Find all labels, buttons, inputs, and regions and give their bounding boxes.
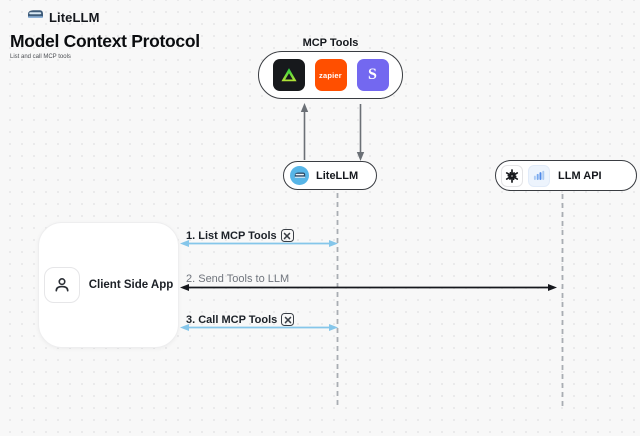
message-2-text: 2. Send Tools to LLM <box>186 273 290 285</box>
stripe-label: S <box>368 66 377 83</box>
message-1-label-row: 1. List MCP Tools <box>186 229 294 242</box>
message-3-text: 3. Call MCP Tools <box>186 313 278 326</box>
message-2-arrow <box>180 284 557 291</box>
page-title: Model Context Protocol <box>10 31 200 51</box>
litellm-node-label: LiteLLM <box>316 169 359 182</box>
llm-api-node: LLM API <box>495 160 637 191</box>
green-triangle-tool-icon <box>272 59 305 91</box>
message-3-label-row: 3. Call MCP Tools <box>186 313 295 326</box>
mcp-tools-node: zapier S <box>258 51 403 99</box>
hammer-wrench-icon <box>280 229 294 242</box>
openai-icon <box>501 164 523 187</box>
stripe-icon: S <box>356 59 389 91</box>
message-2-label-row: 2. Send Tools to LLM <box>186 273 289 285</box>
client-side-app-node: Client Side App <box>38 222 179 348</box>
message-1-text: 1. List MCP Tools <box>186 229 277 242</box>
arrow-mcp-to-litellm <box>356 104 365 161</box>
page-subtitle: List and call MCP tools <box>10 54 71 60</box>
arrow-litellm-to-mcp <box>300 103 309 160</box>
zapier-label: zapier <box>319 70 342 80</box>
litellm-circle-icon <box>290 166 309 185</box>
llm-provider-icon <box>528 164 550 187</box>
brand-name: LiteLLM <box>49 9 100 25</box>
mcp-tools-label: MCP Tools <box>302 37 359 49</box>
zapier-icon: zapier <box>314 59 347 91</box>
hammer-wrench-icon <box>281 313 295 326</box>
brand-logo: LiteLLM <box>27 8 100 26</box>
litellm-train-icon <box>27 8 44 26</box>
client-node-label: Client Side App <box>88 279 174 291</box>
litellm-node: LiteLLM <box>283 161 377 190</box>
llm-api-node-label: LLM API <box>558 169 602 182</box>
person-icon <box>43 267 80 303</box>
